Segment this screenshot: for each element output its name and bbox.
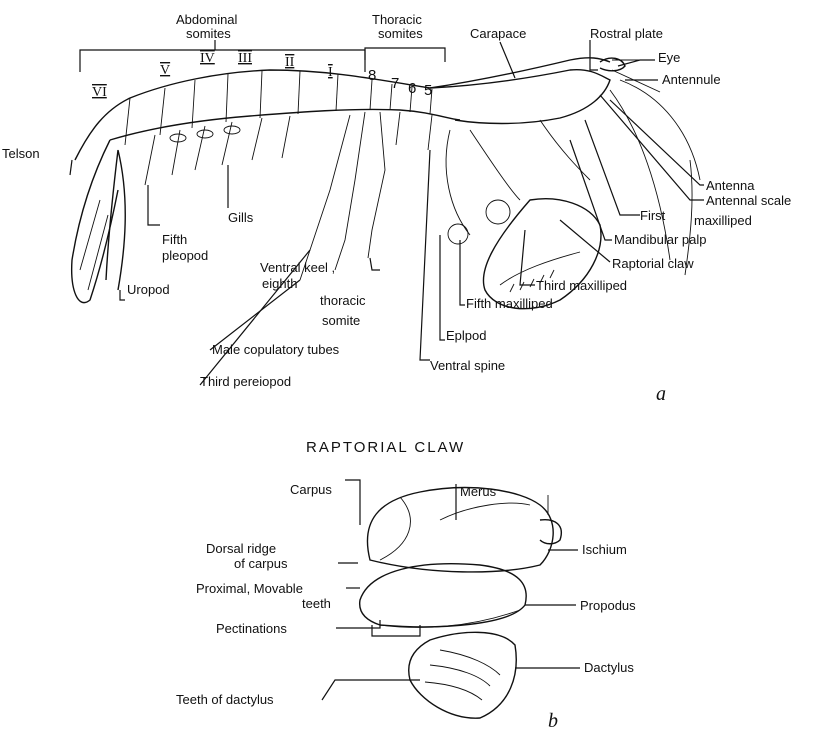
thoracic-somite-number: 5 [424, 82, 432, 99]
label-first-maxilliped-line2: maxilliped [694, 213, 752, 228]
label-ventral-keel-line2: eighth [262, 276, 297, 291]
leader-lines-b [322, 480, 580, 700]
thoracic-somites-label-line2: somites [378, 26, 423, 41]
thoracic-somite-number: 8 [368, 67, 376, 84]
abdominal-somite-numeral: V [160, 63, 170, 78]
label-epipod: Eplpod [446, 328, 486, 343]
label-male-copulatory-tubes: Male copulatory tubes [212, 342, 340, 357]
telson [72, 140, 118, 303]
mantis-shrimp-body [72, 58, 700, 309]
label-teeth-of-dactylus: Teeth of dactylus [176, 692, 274, 707]
label-carpus: Carpus [290, 482, 332, 497]
label-dorsal-ridge-line2: of carpus [234, 556, 288, 571]
abdominal-somite-numeral: II [285, 55, 295, 70]
label-ventral-keel-line4: somite [322, 313, 360, 328]
abdominal-somite-numeral: VI [92, 85, 107, 100]
abdominal-somites-bracket [80, 40, 365, 72]
thoracic-somites-bracket [365, 48, 445, 62]
thoracic-somites-label-line1: Thoracic [372, 12, 422, 27]
label-ischium: Ischium [582, 542, 627, 557]
label-dactylus: Dactylus [584, 660, 634, 675]
carapace-shape [430, 70, 610, 124]
label-gills: Gills [228, 210, 254, 225]
label-proximal-line1: Proximal, Movable [196, 581, 303, 596]
label-propodus: Propodus [580, 598, 636, 613]
abdominal-segment-lines [125, 71, 432, 145]
label-third-maxilliped: Third maxilliped [536, 278, 627, 293]
label-ventral-keel-line3: thoracic [320, 293, 366, 308]
panel-b-title: RAPTORIAL CLAW [306, 439, 465, 456]
abdominal-somite-numeral: IV [200, 51, 215, 66]
label-mandibular-palp: Mandibular palp [614, 232, 707, 247]
label-telson: Telson [2, 146, 40, 161]
label-fifth-pleopod-line2: pleopod [162, 248, 208, 263]
panel-letter-a: a [656, 383, 666, 405]
label-antennal-scale: Antennal scale [706, 193, 791, 208]
thoracic-somite-number: 6 [408, 80, 416, 97]
label-uropod: Uropod [127, 282, 170, 297]
panel-a: Abdominal somites Thoracic somites VI V … [2, 12, 791, 405]
label-rostral-plate: Rostral plate [590, 26, 663, 41]
label-eye: Eye [658, 50, 680, 65]
abdominal-somite-numeral: I [328, 65, 333, 80]
label-raptorial-claw: Raptorial claw [612, 256, 694, 271]
label-antenna: Antenna [706, 178, 755, 193]
label-ventral-keel-line1: Ventral keel , [260, 260, 335, 275]
abdominal-somites-label-line2: somites [186, 26, 231, 41]
label-proximal-line2: teeth [302, 596, 331, 611]
uropod [106, 150, 125, 290]
label-pectinations: Pectinations [216, 621, 287, 636]
panel-b: RAPTORIAL CLAW [176, 439, 636, 732]
label-fifth-pleopod-line1: Fifth [162, 232, 187, 247]
label-merus: Merus [460, 484, 497, 499]
panel-letter-b: b [548, 710, 558, 732]
label-dorsal-ridge-line1: Dorsal ridge [206, 541, 276, 556]
raptorial-claw-detail [360, 488, 562, 719]
gills [170, 126, 240, 142]
label-carapace: Carapace [470, 26, 526, 41]
thoracic-somite-number: 7 [391, 75, 399, 92]
abdominal-somites-label-line1: Abdominal [176, 12, 238, 27]
label-third-pereiopod: Third pereiopod [200, 374, 291, 389]
label-ventral-spine: Ventral spine [430, 358, 505, 373]
label-first-maxilliped-line1: First [640, 208, 666, 223]
leader-lines-a [70, 40, 704, 385]
label-antennule: Antennule [662, 72, 721, 87]
abdominal-somite-numeral: III [238, 51, 252, 66]
label-fifth-maxilliped: Fifth maxilliped [466, 296, 553, 311]
